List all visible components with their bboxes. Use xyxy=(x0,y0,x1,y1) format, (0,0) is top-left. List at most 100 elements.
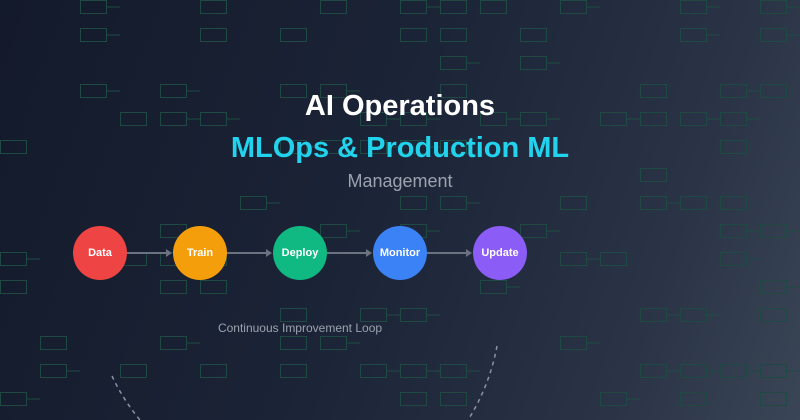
pipeline-step-deploy: Deploy xyxy=(273,226,327,280)
pattern-block xyxy=(360,364,387,378)
pattern-block xyxy=(320,0,347,14)
arrow-head-icon xyxy=(166,249,172,257)
pattern-block xyxy=(400,140,427,154)
pattern-block xyxy=(0,252,27,266)
pattern-block xyxy=(720,140,747,154)
pipeline-step-train: Train xyxy=(173,226,227,280)
pattern-block xyxy=(280,28,307,42)
pattern-block xyxy=(440,364,467,378)
pattern-block xyxy=(240,196,267,210)
pattern-block xyxy=(400,392,427,406)
pattern-block xyxy=(200,28,227,42)
page-subtitle-secondary: Management xyxy=(347,171,453,191)
pattern-block xyxy=(40,364,67,378)
pattern-block xyxy=(720,224,747,238)
pattern-block xyxy=(160,112,187,126)
pattern-block xyxy=(480,280,507,294)
pattern-block xyxy=(400,364,427,378)
pattern-block xyxy=(440,392,467,406)
loop-arc-right xyxy=(467,345,498,420)
pattern-block xyxy=(200,280,227,294)
loop-caption: Continuous Improvement Loop xyxy=(217,321,383,335)
pipeline-arrows xyxy=(127,249,472,257)
pattern-block xyxy=(760,308,787,322)
pattern-block xyxy=(440,140,467,154)
pattern-block xyxy=(320,84,347,98)
pattern-block xyxy=(680,392,707,406)
pattern-block xyxy=(640,84,667,98)
pattern-block xyxy=(0,392,27,406)
pipeline-step-data: Data xyxy=(73,226,127,280)
pattern-block xyxy=(200,364,227,378)
pattern-block xyxy=(400,28,427,42)
pattern-block xyxy=(360,140,387,154)
pattern-block xyxy=(80,28,107,42)
pattern-block xyxy=(320,336,347,350)
pattern-block xyxy=(160,336,187,350)
arrow-head-icon xyxy=(466,249,472,257)
pattern-block xyxy=(200,0,227,14)
pipeline-step-monitor: Monitor xyxy=(373,226,427,280)
pattern-block xyxy=(560,252,587,266)
pattern-block xyxy=(120,364,147,378)
pattern-block xyxy=(600,112,627,126)
pattern-block xyxy=(560,0,587,14)
pattern-block xyxy=(360,308,387,322)
pattern-block xyxy=(680,0,707,14)
pattern-block xyxy=(680,28,707,42)
pattern-block xyxy=(0,280,27,294)
pattern-block xyxy=(520,56,547,70)
arrow-head-icon xyxy=(266,249,272,257)
pattern-block xyxy=(80,84,107,98)
pattern-block xyxy=(640,112,667,126)
pattern-block xyxy=(120,112,147,126)
pattern-block xyxy=(320,224,347,238)
pattern-block xyxy=(720,112,747,126)
page-title: AI Operations xyxy=(304,90,496,122)
pattern-block xyxy=(760,0,787,14)
pattern-block xyxy=(160,280,187,294)
pattern-block xyxy=(440,56,467,70)
pattern-block xyxy=(720,84,747,98)
pattern-block xyxy=(640,308,667,322)
pattern-block xyxy=(280,336,307,350)
pattern-block xyxy=(760,84,787,98)
pattern-block xyxy=(600,392,627,406)
pattern-block xyxy=(400,0,427,14)
pattern-block xyxy=(0,140,27,154)
pattern-block xyxy=(760,392,787,406)
pattern-block xyxy=(280,84,307,98)
pattern-block xyxy=(480,112,507,126)
pattern-block xyxy=(760,280,787,294)
pattern-block xyxy=(520,224,547,238)
pattern-block xyxy=(400,112,427,126)
pattern-block xyxy=(520,112,547,126)
pattern-block xyxy=(680,112,707,126)
pattern-block xyxy=(560,196,587,210)
pattern-block xyxy=(680,308,707,322)
pattern-block xyxy=(440,84,467,98)
pattern-block xyxy=(440,0,467,14)
pattern-block xyxy=(280,308,307,322)
page-subtitle: MLOps & Production ML xyxy=(230,132,570,164)
pattern-block xyxy=(640,168,667,182)
pattern-block xyxy=(680,196,707,210)
pattern-block xyxy=(760,364,787,378)
pattern-block xyxy=(440,196,467,210)
pipeline-step-update: Update xyxy=(473,226,527,280)
pattern-block xyxy=(280,364,307,378)
pattern-block xyxy=(40,336,67,350)
pattern-block xyxy=(640,196,667,210)
pattern-block xyxy=(760,224,787,238)
pattern-block xyxy=(760,28,787,42)
pattern-block xyxy=(320,140,347,154)
pattern-block xyxy=(680,364,707,378)
pattern-block xyxy=(600,252,627,266)
pattern-block xyxy=(280,140,307,154)
pattern-block xyxy=(200,112,227,126)
pattern-block xyxy=(720,364,747,378)
pattern-block xyxy=(360,112,387,126)
loop-arc-left xyxy=(111,375,141,420)
pattern-block xyxy=(720,196,747,210)
pattern-block xyxy=(160,84,187,98)
